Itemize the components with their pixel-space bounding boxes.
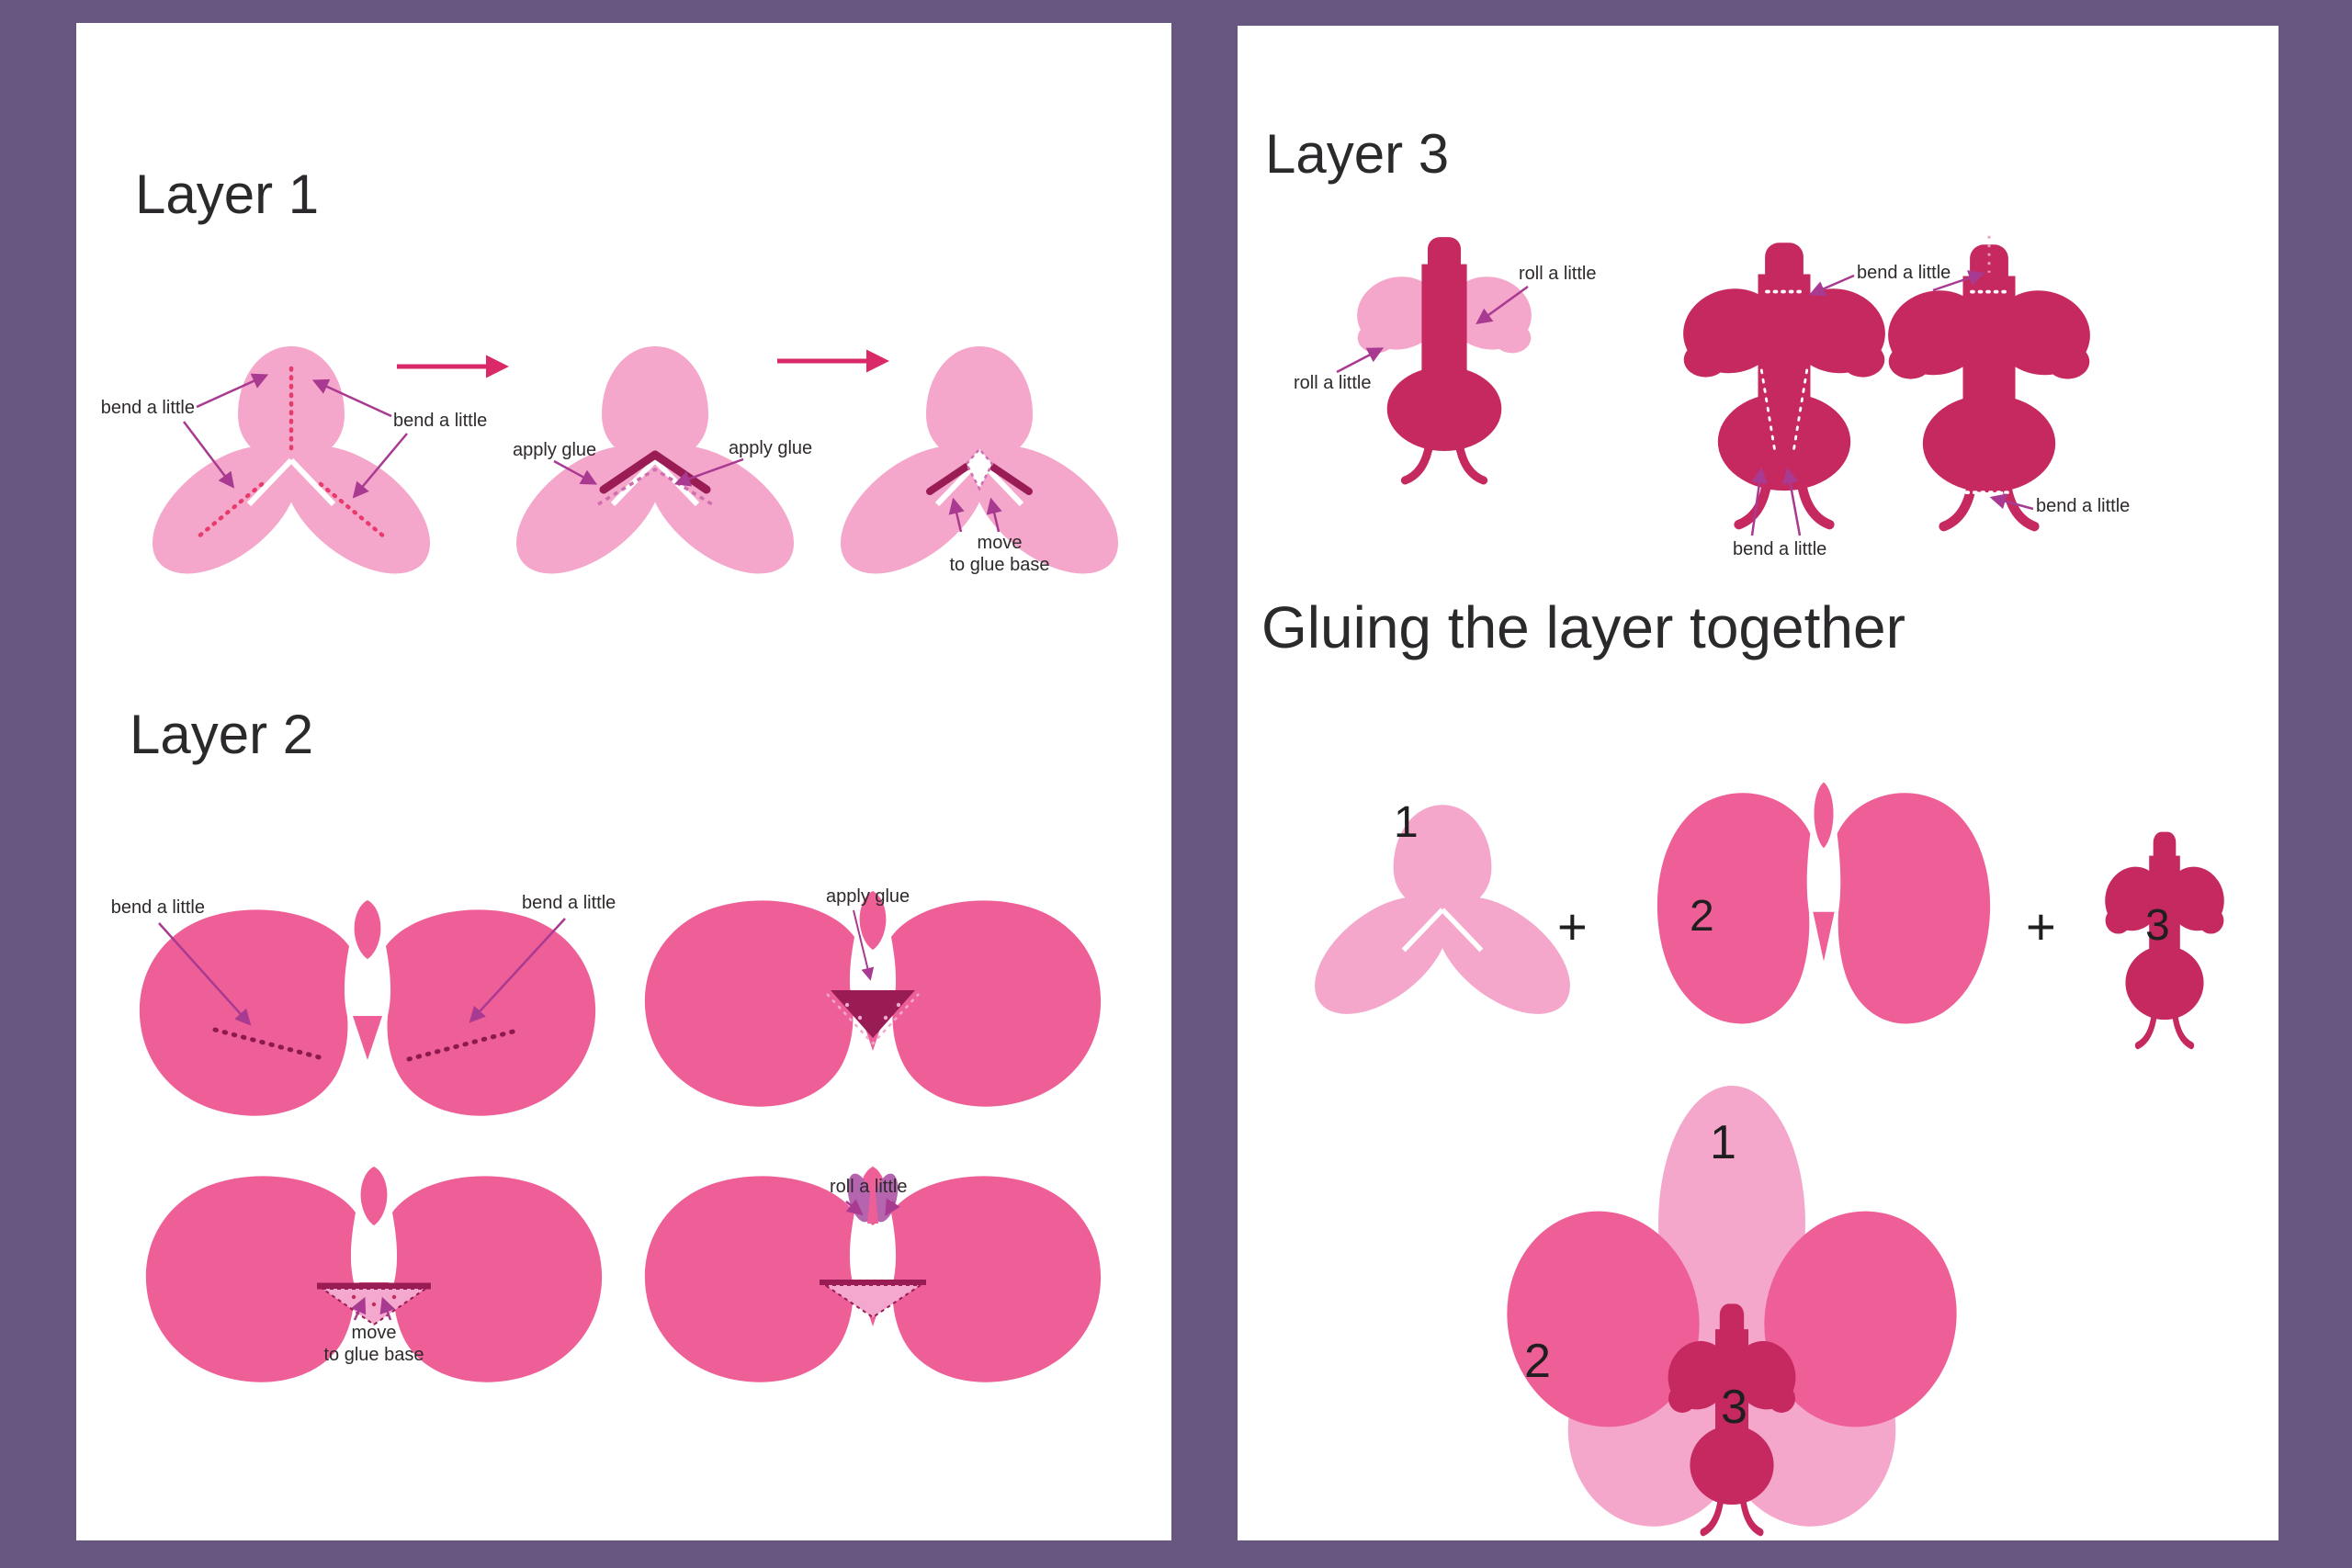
result-label-3: 3 [1721,1381,1747,1434]
layer1-step3-flower [818,346,1141,599]
layer2-glue-label: apply glue [826,886,910,907]
gluing-result-flower [1507,1086,1957,1538]
layer1-step2-flower [493,346,817,599]
layer3-shapeB [1675,243,1894,525]
result-label-2: 2 [1524,1335,1551,1388]
layer3-shapeC [1880,235,2098,526]
layer3-title: Layer 3 [1265,123,1450,185]
layer2-step2-shape [644,891,1102,1107]
right-panel: Layer 3 roll a little roll a little bend… [1238,26,2278,1540]
layer1-bend-left-label: bend a little [100,398,195,418]
gluing-plus-2: + [2026,897,2056,955]
gluing-title: Gluing the layer together [1261,594,1905,660]
gluing-plus-1: + [1557,897,1588,955]
layer3-shapeA [1350,237,1539,480]
layer3-roll-left-label: roll a little [1294,373,1372,393]
layer1-glue-left-label: apply glue [513,440,597,460]
layer3-bend-top-label: bend a little [1857,263,1951,283]
layer2-move-label: move to glue base [323,1323,424,1365]
layer3-roll-top-label: roll a little [1519,264,1597,284]
left-panel-graphics [76,23,1171,1382]
layer1-glue-right-label: apply glue [729,438,813,458]
layer3-bend-bottom-right-label: bend a little [2036,496,2131,516]
layer1-title: Layer 1 [135,164,320,225]
right-panel-graphics [1238,26,2229,1540]
layer2-bend-right-label: bend a little [522,893,616,913]
layer2-roll-label: roll a little [830,1177,908,1197]
left-panel: Layer 1 bend a little bend a little appl… [76,23,1171,1540]
gluing-part3-number: 3 [2145,901,2170,950]
layer3-bend-bottom-left-label: bend a little [1733,539,1827,559]
layer2-step1-shape [139,900,596,1116]
layer1-bend-right-label: bend a little [393,411,488,431]
gluing-part2-number: 2 [1690,892,1714,941]
layer2-bend-left-label: bend a little [110,897,205,918]
layer1-step1-flower [130,346,453,599]
layer1-move-label: move to glue base [949,533,1050,575]
layer2-title: Layer 2 [130,704,314,765]
gluing-part1-shape [1294,805,1591,1037]
gluing-part1-number: 1 [1394,798,1419,847]
result-label-1: 1 [1710,1116,1736,1169]
